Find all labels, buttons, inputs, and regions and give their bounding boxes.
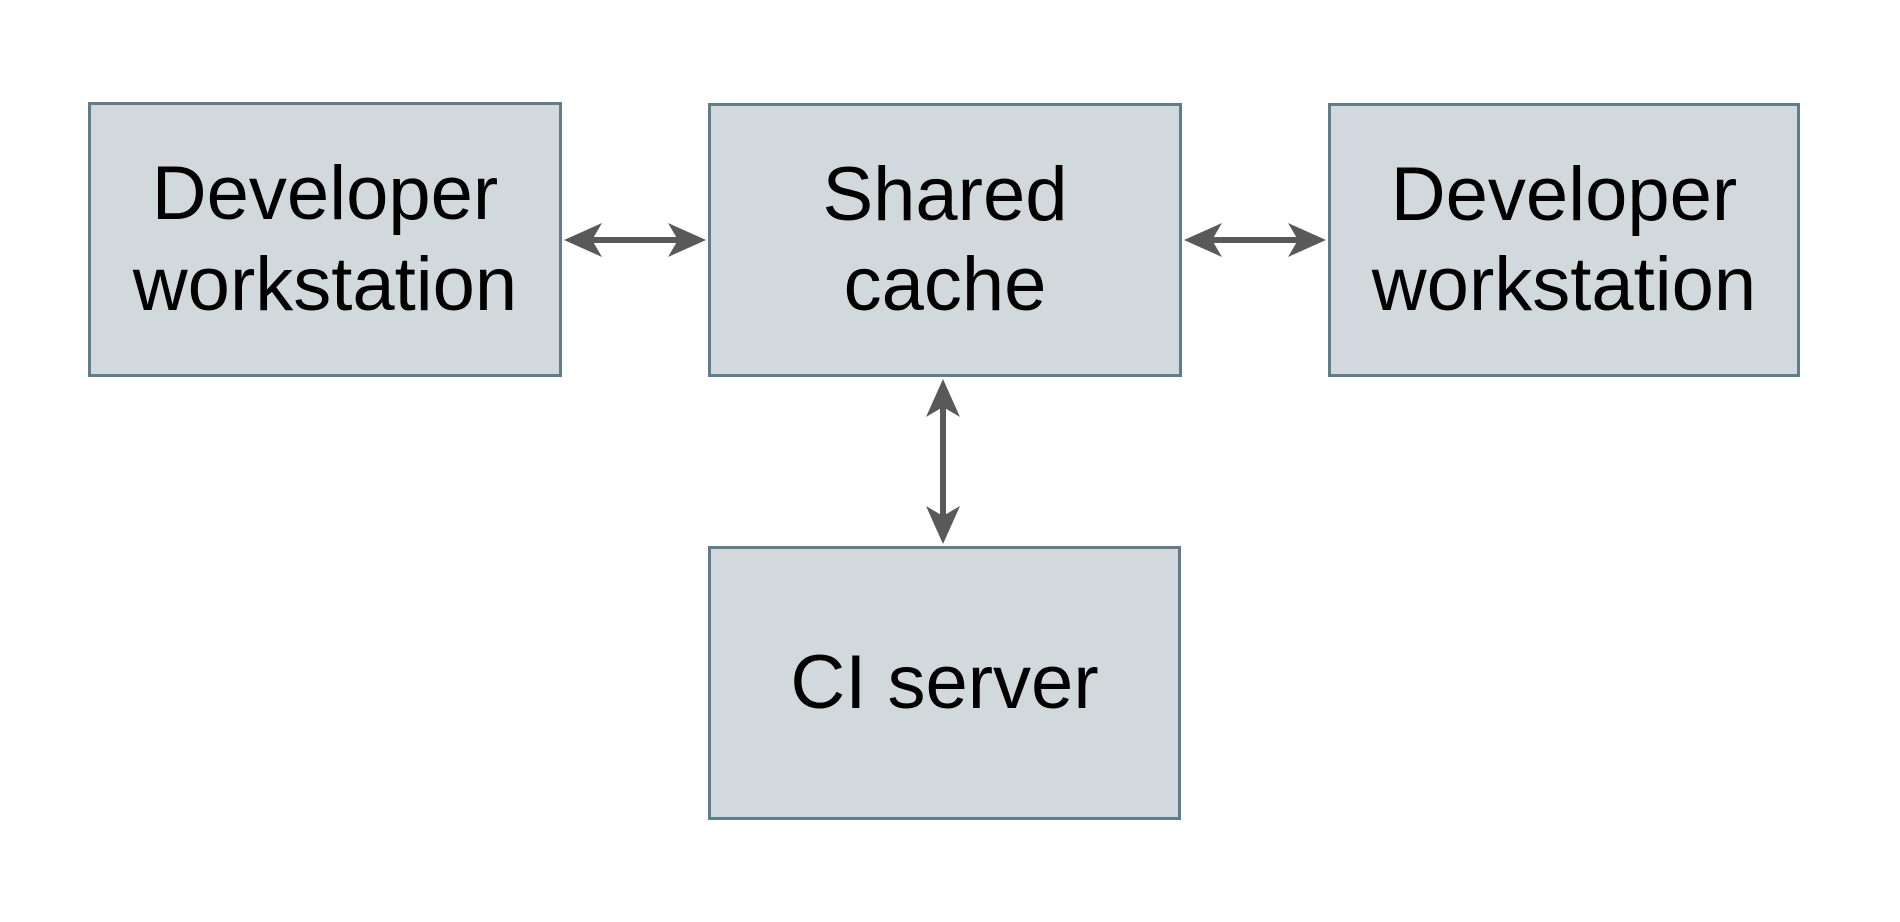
- node-developer-workstation-left: Developer workstation: [88, 102, 562, 377]
- node-label-ci-server: CI server: [790, 639, 1099, 725]
- node-label-developer-workstation-left: Developer workstation: [132, 151, 518, 327]
- node-label-developer-workstation-right: Developer workstation: [1371, 151, 1757, 327]
- double-arrow-left-workstation-cache-icon: [564, 223, 706, 257]
- node-developer-workstation-right: Developer workstation: [1328, 103, 1800, 377]
- double-arrow-cache-right-workstation-icon: [1184, 223, 1326, 257]
- node-label-shared-cache: Shared cache: [822, 151, 1068, 327]
- node-ci-server: CI server: [708, 546, 1181, 820]
- double-arrow-cache-ci-server-icon: [926, 379, 960, 544]
- node-shared-cache: Shared cache: [708, 103, 1182, 377]
